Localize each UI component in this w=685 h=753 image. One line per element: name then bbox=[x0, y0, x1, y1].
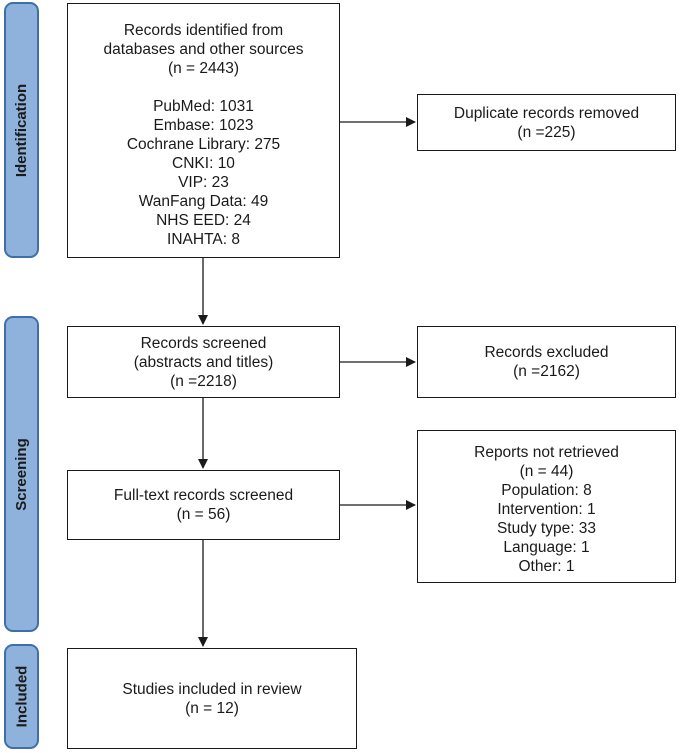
source-embase: Embase: 1023 bbox=[153, 117, 254, 134]
not-retrieved-count: (n = 44) bbox=[519, 463, 574, 480]
source-cochrane: Cochrane Library: 275 bbox=[126, 136, 281, 153]
source-wanfang: WanFang Data: 49 bbox=[138, 193, 269, 210]
duplicates-removed-count: (n =225) bbox=[517, 123, 576, 141]
fulltext-screened-box: Full-text records screened (n = 56) bbox=[67, 470, 340, 540]
source-pubmed: PubMed: 1031 bbox=[153, 98, 254, 115]
records-excluded-label: Records excluded bbox=[484, 344, 609, 361]
records-identified-count: (n = 2443) bbox=[167, 60, 240, 77]
records-screened-box: Records screened (abstracts and titles) … bbox=[67, 326, 340, 398]
studies-included-label: Studies included in review bbox=[122, 680, 302, 698]
not-retrieved-title: Reports not retrieved bbox=[474, 444, 619, 461]
fulltext-screened-count: (n = 56) bbox=[176, 506, 231, 523]
reason-language: Language: 1 bbox=[503, 539, 590, 556]
records-excluded-count: (n =2162) bbox=[513, 363, 580, 380]
records-screened-sub: (abstracts and titles) bbox=[133, 353, 274, 371]
records-screened-count: (n =2218) bbox=[170, 372, 237, 390]
studies-included-count: (n = 12) bbox=[185, 699, 239, 717]
reason-population: Population: 8 bbox=[501, 482, 592, 499]
reason-study-type: Study type: 33 bbox=[496, 520, 597, 537]
records-identified-title-1: Records identified from bbox=[123, 22, 284, 39]
reason-other: Other: 1 bbox=[518, 558, 575, 575]
studies-included-box: Studies included in review (n = 12) bbox=[67, 648, 357, 749]
duplicates-removed-label: Duplicate records removed bbox=[453, 104, 640, 122]
reports-not-retrieved-box: Reports not retrieved (n = 44) Populatio… bbox=[417, 430, 676, 583]
phase-identification: Identification bbox=[4, 2, 39, 258]
phase-included: Included bbox=[4, 644, 39, 749]
records-excluded-box: Records excluded (n =2162) bbox=[417, 326, 676, 398]
duplicates-removed-box: Duplicate records removed (n =225) bbox=[417, 94, 676, 151]
records-identified-box: Records identified from databases and ot… bbox=[67, 3, 340, 258]
records-screened-label: Records screened bbox=[140, 334, 267, 352]
phase-screening: Screening bbox=[4, 316, 39, 632]
source-inahta: INAHTA: 8 bbox=[167, 231, 240, 248]
reason-intervention: Intervention: 1 bbox=[497, 501, 596, 518]
source-cnki: CNKI: 10 bbox=[172, 155, 235, 172]
fulltext-screened-label: Full-text records screened bbox=[113, 487, 294, 504]
source-nhs-eed: NHS EED: 24 bbox=[156, 212, 251, 229]
records-identified-title-2: databases and other sources bbox=[103, 41, 304, 58]
source-vip: VIP: 23 bbox=[178, 174, 229, 191]
